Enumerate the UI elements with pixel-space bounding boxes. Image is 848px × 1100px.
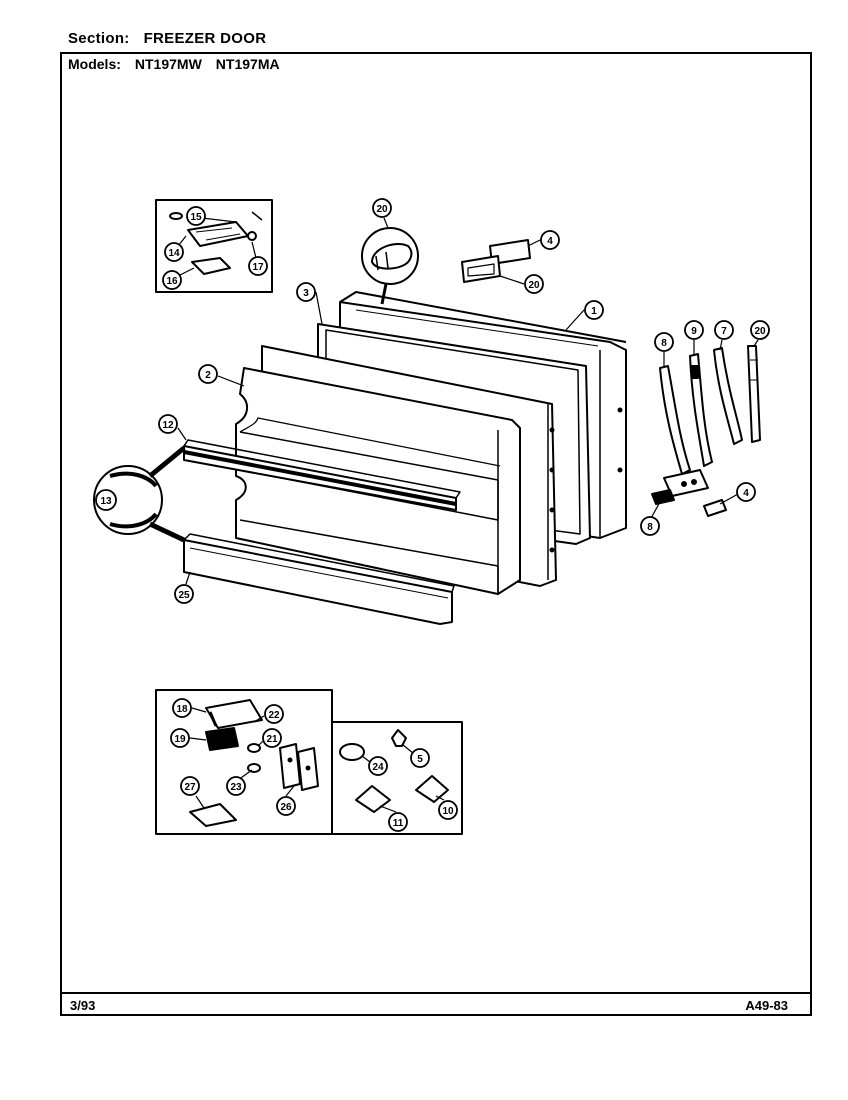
svg-text:20: 20 <box>376 204 388 215</box>
svg-text:4: 4 <box>547 236 553 247</box>
svg-text:17: 17 <box>252 262 264 273</box>
models-line: Models: NT197MW NT197MA <box>68 56 280 72</box>
svg-text:14: 14 <box>168 248 180 259</box>
callout-4: 4 <box>736 482 756 502</box>
svg-text:19: 19 <box>174 734 186 745</box>
model-number: NT197MW <box>134 56 202 72</box>
inset-box-top <box>155 199 273 293</box>
right-hinge-parts <box>651 345 761 517</box>
callout-23: 23 <box>226 776 246 796</box>
section-value: FREEZER DOOR <box>143 30 267 47</box>
inset-box-bottom-right <box>331 721 463 835</box>
svg-text:20: 20 <box>528 280 540 291</box>
part-2-door-liner <box>235 345 557 595</box>
callouts: 15 14 16 17 20 4 20 3 1 2 12 13 25 8 9 7… <box>95 198 770 832</box>
svg-text:27: 27 <box>184 782 196 793</box>
svg-text:23: 23 <box>230 782 242 793</box>
svg-text:20: 20 <box>754 326 766 337</box>
svg-text:8: 8 <box>647 522 653 533</box>
svg-text:10: 10 <box>442 806 454 817</box>
svg-text:13: 13 <box>100 496 112 507</box>
callout-2: 2 <box>198 364 218 384</box>
svg-text:21: 21 <box>266 734 278 745</box>
svg-text:18: 18 <box>176 704 188 715</box>
model-number: NT197MA <box>215 56 280 72</box>
callout-25: 25 <box>174 584 194 604</box>
callout-7: 7 <box>714 320 734 340</box>
svg-text:22: 22 <box>268 710 280 721</box>
callout-8: 8 <box>654 332 674 352</box>
callout-24: 24 <box>368 756 388 776</box>
svg-text:15: 15 <box>190 212 202 223</box>
svg-text:26: 26 <box>280 802 292 813</box>
section-title: Section: FREEZER DOOR <box>68 30 266 47</box>
callout-16: 16 <box>162 270 182 290</box>
section-label: Section: <box>68 30 130 47</box>
svg-text:9: 9 <box>691 326 697 337</box>
callout-15: 15 <box>186 206 206 226</box>
inset-top-parts <box>169 211 263 275</box>
models-label: Models: <box>68 56 121 72</box>
svg-text:4: 4 <box>743 488 749 499</box>
diagram-frame: Models: NT197MW NT197MA 3/93 A49-83 <box>60 52 812 1016</box>
svg-text:11: 11 <box>393 818 404 829</box>
svg-text:1: 1 <box>591 306 597 317</box>
svg-text:7: 7 <box>721 326 727 337</box>
callout-9: 9 <box>684 320 704 340</box>
callout-18: 18 <box>172 698 192 718</box>
callout-5: 5 <box>410 748 430 768</box>
callout-11: 11 <box>388 812 408 832</box>
callout-3: 3 <box>296 282 316 302</box>
svg-text:2: 2 <box>205 370 211 381</box>
callout-26: 26 <box>276 796 296 816</box>
leader-lines <box>177 217 759 813</box>
svg-text:8: 8 <box>661 338 667 349</box>
svg-text:3: 3 <box>303 288 309 299</box>
callout-4: 4 <box>540 230 560 250</box>
footer-divider <box>62 992 810 994</box>
callout-14: 14 <box>164 242 184 262</box>
footer-page-code: A49-83 <box>745 998 788 1013</box>
part-25-shelf-rail <box>183 533 455 625</box>
callout-21: 21 <box>262 728 282 748</box>
callout-20: 20 <box>372 198 392 218</box>
callout-12: 12 <box>158 414 178 434</box>
svg-text:16: 16 <box>166 276 178 287</box>
callout-27: 27 <box>180 776 200 796</box>
footer-date: 3/93 <box>70 998 96 1013</box>
callout-8: 8 <box>640 516 660 536</box>
callout-22: 22 <box>264 704 284 724</box>
svg-text:5: 5 <box>417 754 423 765</box>
inset-bottom-right-parts <box>339 729 449 813</box>
callout-20: 20 <box>750 320 770 340</box>
svg-text:25: 25 <box>178 590 190 601</box>
svg-text:24: 24 <box>372 762 384 773</box>
callout-17: 17 <box>248 256 268 276</box>
svg-text:12: 12 <box>162 420 174 431</box>
part-13-zoom-detail <box>93 446 186 543</box>
callout-13: 13 <box>95 489 117 511</box>
part-20-plug-detail <box>361 227 419 305</box>
callout-10: 10 <box>438 800 458 820</box>
part-20-plate <box>461 255 501 283</box>
part-12-shelf-rail <box>183 439 461 511</box>
callout-19: 19 <box>170 728 190 748</box>
callout-1: 1 <box>584 300 604 320</box>
inset-bottom-left-parts <box>189 699 319 827</box>
callout-20: 20 <box>524 274 544 294</box>
